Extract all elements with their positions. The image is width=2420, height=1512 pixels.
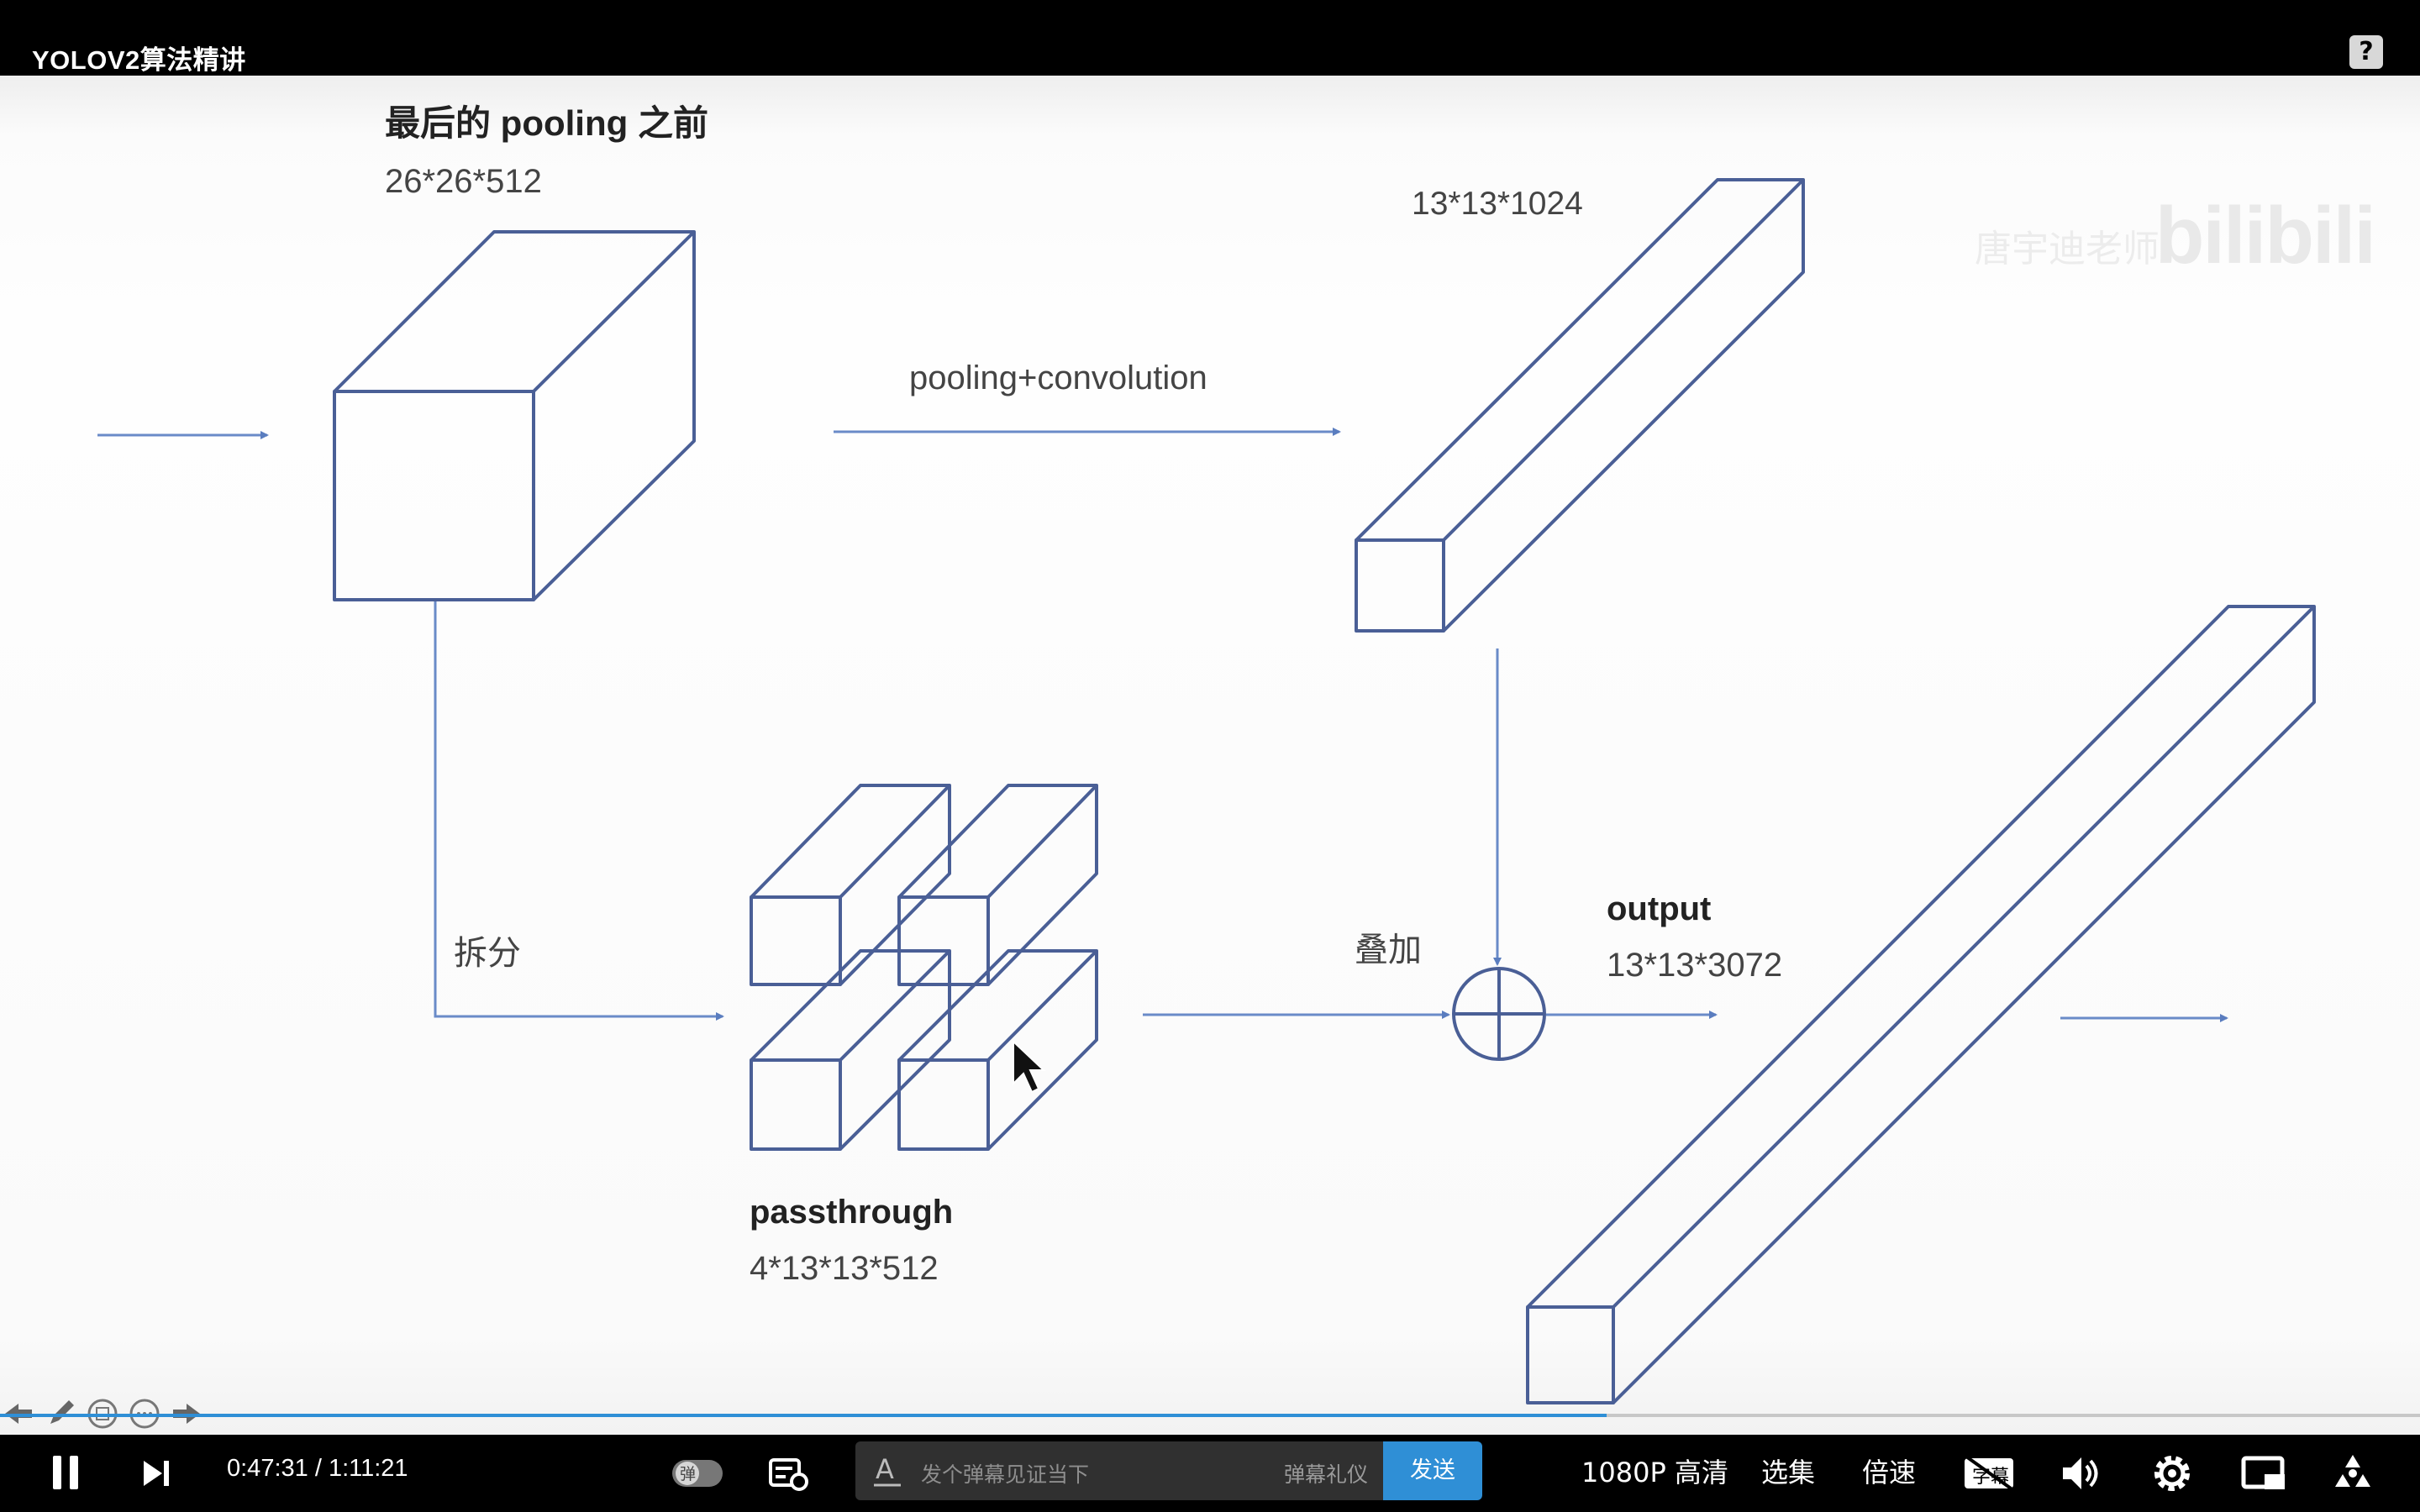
video-title: YOLOV2算法精讲 (32, 45, 246, 75)
video-frame[interactable]: 唐宇迪老师 bilibili (0, 76, 2420, 1435)
font-style-icon[interactable]: A (871, 1453, 904, 1488)
player-controls: 0:47:31 / 1:11:21 弹 A 发个弹幕见证当下 弹幕礼仪 › 发送… (0, 1435, 2420, 1512)
passthrough-title: passthrough (750, 1194, 953, 1231)
output-title: output (1607, 890, 1711, 927)
arrow-label: pooling+convolution (909, 360, 1207, 396)
danmaku-etiquette-link[interactable]: 弹幕礼仪 (1283, 1462, 1368, 1487)
title-bar: YOLOV2算法精讲 ? (0, 0, 2420, 76)
current-time: 0:47:31 (227, 1455, 308, 1482)
block2-dims: 13*13*1024 (1412, 186, 1583, 222)
feature-cube-26x26 (333, 230, 696, 601)
split-label: 拆分 (454, 935, 521, 972)
pip-icon[interactable] (2240, 1455, 2287, 1492)
danmaku-toggle[interactable]: 弹 (671, 1457, 724, 1490)
output-prism (1526, 605, 2316, 1404)
pen-icon[interactable] (42, 1395, 79, 1432)
svg-text:A: A (876, 1453, 894, 1485)
episodes-button[interactable]: 选集 (1761, 1457, 1816, 1488)
block1-dims: 26*26*512 (385, 163, 542, 200)
danmaku-input[interactable]: A 发个弹幕见证当下 弹幕礼仪 › (855, 1441, 1402, 1500)
output-dims: 13*13*3072 (1607, 947, 1782, 984)
watermark-author: 唐宇迪老师 (1975, 228, 2160, 270)
danmaku-settings-icon[interactable] (766, 1455, 810, 1492)
bilibili-watermark: bilibili (2154, 191, 2376, 281)
block1-title: 最后的 pooling 之前 (385, 103, 708, 143)
fullscreen-icon[interactable] (2331, 1453, 2375, 1494)
next-icon[interactable] (139, 1457, 173, 1490)
progress-bar[interactable] (0, 1414, 2420, 1417)
volume-icon[interactable] (2060, 1453, 2102, 1494)
gear-icon[interactable] (2151, 1453, 2193, 1494)
danmaku-toggle-label: 弹 (680, 1465, 697, 1483)
progress-fill (0, 1414, 1607, 1417)
concat-label: 叠加 (1355, 932, 1422, 969)
danmaku-placeholder: 发个弹幕见证当下 (921, 1462, 1090, 1487)
passthrough-dims: 4*13*13*512 (750, 1250, 939, 1287)
help-button[interactable]: ? (2349, 35, 2383, 69)
feature-prism-13x13x1024 (1355, 178, 1805, 633)
time-display: 0:47:31 / 1:11:21 (227, 1455, 408, 1483)
speed-button[interactable]: 倍速 (1862, 1457, 1917, 1488)
split-arrow (434, 601, 724, 1021)
subtitle-icon[interactable]: 字幕 (1963, 1455, 2017, 1492)
network-diagram: 最后的 pooling 之前 26*26*512 pooling+convolu… (97, 103, 2316, 1404)
quality-button[interactable]: 1080P 高清 (1581, 1457, 1728, 1488)
passthrough-blocks (750, 784, 1098, 1151)
pause-icon[interactable] (47, 1453, 84, 1492)
total-time: 1:11:21 (328, 1455, 408, 1482)
concat-symbol (1452, 967, 1546, 1061)
time-separator: / (314, 1455, 322, 1482)
mouse-cursor (1013, 1039, 1046, 1094)
send-button[interactable]: 发送 (1383, 1441, 1482, 1500)
subtitle-label: 字幕 (1972, 1467, 2010, 1488)
